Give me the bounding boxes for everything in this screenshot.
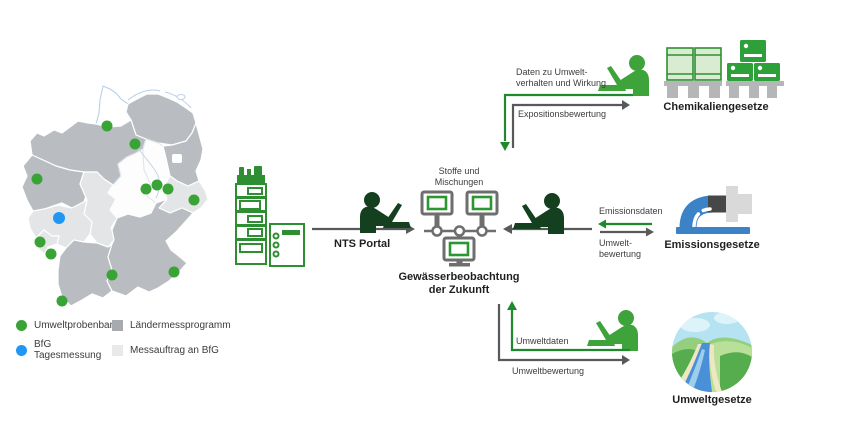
legend-label: Messauftrag an BfG	[130, 344, 219, 356]
chemicals-pallets-icon	[664, 40, 784, 98]
umwelt-in-label: Umweltdaten	[516, 336, 569, 346]
environment-sector-label: Umweltgesetze	[672, 394, 752, 406]
emission-out-line1: Umwelt-	[599, 238, 632, 248]
network-cluster-icon	[420, 190, 499, 267]
arrow-umwelt-assessment-out	[497, 304, 630, 365]
legend-item-laendermessprogramm: Ländermessprogramm	[112, 320, 231, 331]
arrow-emission-assessment-out	[600, 227, 654, 237]
legend-item-umweltprobenbank: Umweltprobenbank	[16, 320, 120, 331]
network-title: Gewässerbeobachtung der Zukunft	[383, 271, 535, 296]
umwelt-out-label: Umweltbewertung	[512, 366, 585, 376]
emission-in-label: Emissionsdaten	[599, 206, 663, 216]
landscape-circle-icon	[672, 312, 752, 392]
germany-map	[21, 85, 209, 307]
state-saarland	[35, 229, 60, 255]
chemicals-sector-label: Chemikaliengesetze	[663, 101, 769, 113]
network-title-line1: Gewässerbeobachtung	[398, 271, 520, 283]
lab-analyzer-icon	[235, 166, 305, 267]
legend-label: Ländermessprogramm	[130, 320, 231, 331]
arrow-chem-assessment-out	[511, 100, 630, 148]
chem-in-line1: Daten zu Umwelt-	[516, 67, 588, 77]
emission-out-line2: bewertung	[599, 248, 642, 259]
site-dot-blue	[53, 212, 65, 224]
person-environment-analyst	[587, 310, 638, 351]
outfall-pipe-icon	[676, 186, 752, 234]
person-nts-portal	[360, 192, 411, 233]
network-title-line2: der Zukunft	[428, 283, 490, 296]
blue-dot-icon	[16, 344, 27, 356]
state-baden-wuerttemberg	[57, 239, 113, 307]
legend-item-bfg-tagesmessung: BfG Tagesmessung	[16, 339, 112, 361]
berlin	[172, 154, 182, 163]
dark-gray-square-icon	[112, 320, 123, 331]
state-nordrhein-westfalen	[21, 154, 87, 212]
legend-item-messauftrag-an-bfg: Messauftrag an BfG	[112, 344, 230, 356]
nts-portal-label: NTS Portal	[334, 238, 391, 250]
network-caption-line1: Stoffe und	[438, 166, 480, 176]
state-schleswig-holstein	[95, 85, 132, 128]
green-dot-icon	[16, 320, 27, 331]
network-caption: Stoffe und Mischungen	[409, 166, 509, 187]
network-caption-line2: Mischungen	[434, 176, 484, 187]
legend-label: Umweltprobenbank	[34, 320, 121, 331]
map-legend: Umweltprobenbank Ländermessprogramm BfG …	[16, 320, 236, 369]
arrow-emission-data-in	[598, 219, 652, 229]
arrow-chem-data-in	[500, 93, 633, 151]
site-dots-green	[31, 120, 200, 307]
light-gray-square-icon	[112, 344, 123, 356]
chem-out-label: Expositionsbewertung	[518, 109, 607, 119]
emissions-sector-label: Emissionsgesetze	[664, 239, 760, 251]
legend-label: BfG Tagesmessung	[34, 339, 102, 361]
emission-out-label: Umwelt- bewertung	[599, 238, 641, 259]
river-elbe	[134, 142, 160, 199]
arrow-umwelt-data-in	[507, 301, 630, 352]
island	[176, 94, 186, 100]
chem-in-line2: verhalten und Wirkung	[516, 77, 607, 88]
person-emissions-analyst	[513, 193, 564, 234]
chem-in-label: Daten zu Umwelt- verhalten und Wirkung	[516, 67, 606, 88]
